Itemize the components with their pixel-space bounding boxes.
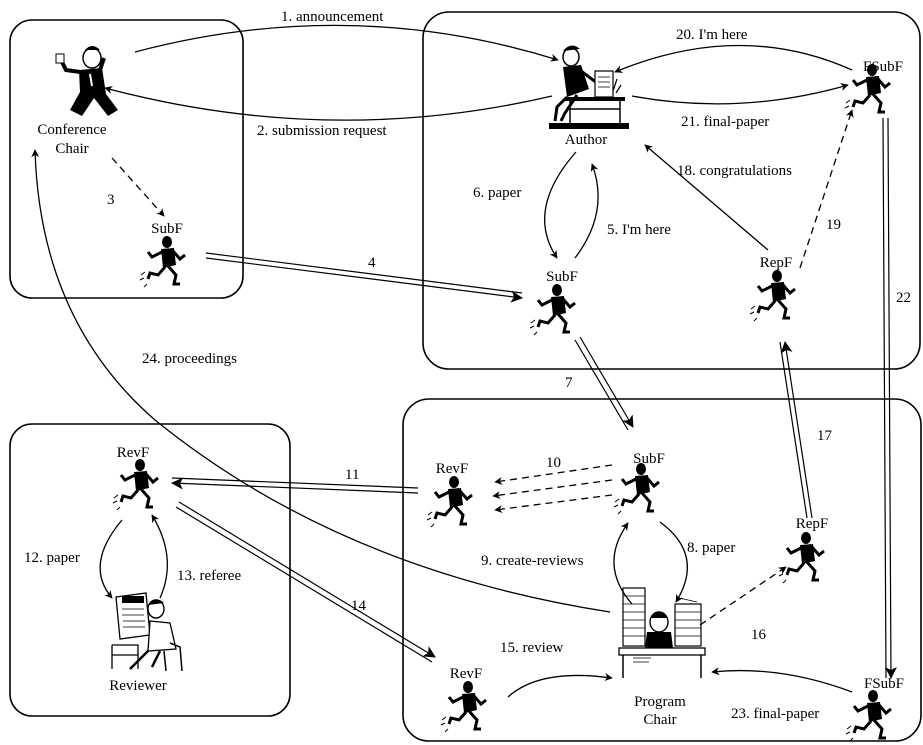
edge-21-label: 21. final-paper (681, 114, 769, 130)
reviewer-icon (111, 592, 183, 672)
edge-24 (31, 149, 611, 613)
repf-pc-icon (777, 530, 826, 585)
edge-9 (613, 522, 633, 605)
edge-13-label: 13. referee (177, 568, 241, 584)
edge-22-label: 22 (896, 290, 911, 306)
edge-12 (99, 519, 123, 599)
revf-reviewer-label: RevF (117, 445, 150, 461)
edge-14 (175, 501, 436, 663)
edge-6-label: 6. paper (473, 185, 521, 201)
author-label: Author (565, 132, 608, 148)
program-chair-icon (618, 587, 706, 678)
edge-17-label: 17 (817, 428, 833, 444)
edge-18 (644, 144, 769, 251)
edge-1 (134, 24, 559, 62)
edge-15 (507, 673, 613, 698)
subf-pc-icon (612, 461, 661, 516)
edge-5 (574, 163, 599, 259)
edge-7-label: 7 (565, 375, 573, 391)
edge-8-label: 8. paper (687, 540, 735, 556)
program-chair-label-line2: Chair (643, 712, 676, 728)
edge-3-label: 3 (107, 192, 115, 208)
conference-chair-label-line1: Conference (37, 122, 106, 138)
conference-chair-icon (55, 46, 118, 116)
fsubf-top-label: FSubF (863, 59, 903, 75)
edge-3 (111, 157, 165, 217)
edge-10c (494, 494, 613, 514)
conference-chair-label-line2: Chair (55, 141, 88, 157)
repf-author-label: RepF (760, 255, 793, 271)
edge-20 (614, 44, 853, 73)
edge-4 (205, 252, 523, 303)
edge-7 (574, 336, 634, 431)
edge-13 (151, 514, 169, 599)
edge-6 (544, 151, 577, 259)
author-group (422, 11, 921, 370)
edge-10a (494, 464, 613, 485)
edge-14-label: 14 (351, 598, 367, 614)
edge-4-label: 4 (368, 255, 376, 271)
edge-23-label: 23. final-paper (731, 706, 819, 722)
fsubf-bottom-label: FSubF (864, 676, 904, 692)
edge-19-label: 19 (826, 217, 841, 233)
edge-19 (799, 109, 854, 269)
edge-9-label: 9. create-reviews (481, 553, 584, 569)
program-chair-label-line1: Program (634, 694, 686, 710)
edge-8 (659, 521, 688, 603)
edge-2-label: 2. submission request (257, 123, 387, 139)
revf-pc-bottom-label: RevF (450, 666, 483, 682)
edge-16-label: 16 (751, 627, 767, 643)
subf-chair-label: SubF (151, 221, 183, 237)
edge-21 (631, 83, 849, 105)
edge-10b (492, 479, 613, 500)
author-icon (549, 45, 629, 129)
edge-12-label: 12. paper (24, 550, 80, 566)
subf-author-icon (528, 282, 577, 337)
fsubf-bottom-icon (844, 688, 893, 743)
subf-pc-label: SubF (633, 451, 665, 467)
edge-22 (882, 117, 897, 679)
subf-author-label: SubF (546, 269, 578, 285)
edge-16 (699, 566, 787, 626)
repf-pc-label: RepF (796, 516, 829, 532)
edge-11 (171, 477, 419, 494)
conference-chair-group (9, 19, 244, 299)
reviewer-group (9, 423, 291, 717)
revf-pc-icon (425, 474, 474, 529)
edge-18-label: 18. congratulations (677, 163, 792, 179)
edge-10-label: 10 (546, 455, 561, 471)
edge-17 (779, 341, 813, 519)
edge-23 (711, 667, 853, 693)
reviewer-label: Reviewer (109, 678, 166, 694)
edge-20-label: 20. I'm here (676, 27, 748, 43)
edge-11-label: 11 (345, 467, 359, 483)
revf-pc-bottom-icon (439, 679, 488, 734)
revf-reviewer-icon (111, 457, 160, 512)
edge-15-label: 15. review (500, 640, 563, 656)
edge-5-label: 5. I'm here (607, 222, 671, 238)
subf-chair-icon (138, 234, 187, 289)
repf-author-icon (748, 268, 797, 323)
edge-1-label: 1. announcement (281, 9, 384, 25)
revf-pc-label: RevF (436, 461, 469, 477)
edge-24-label: 24. proceedings (142, 351, 237, 367)
edge-2 (104, 85, 553, 121)
program-chair-group (402, 398, 922, 742)
